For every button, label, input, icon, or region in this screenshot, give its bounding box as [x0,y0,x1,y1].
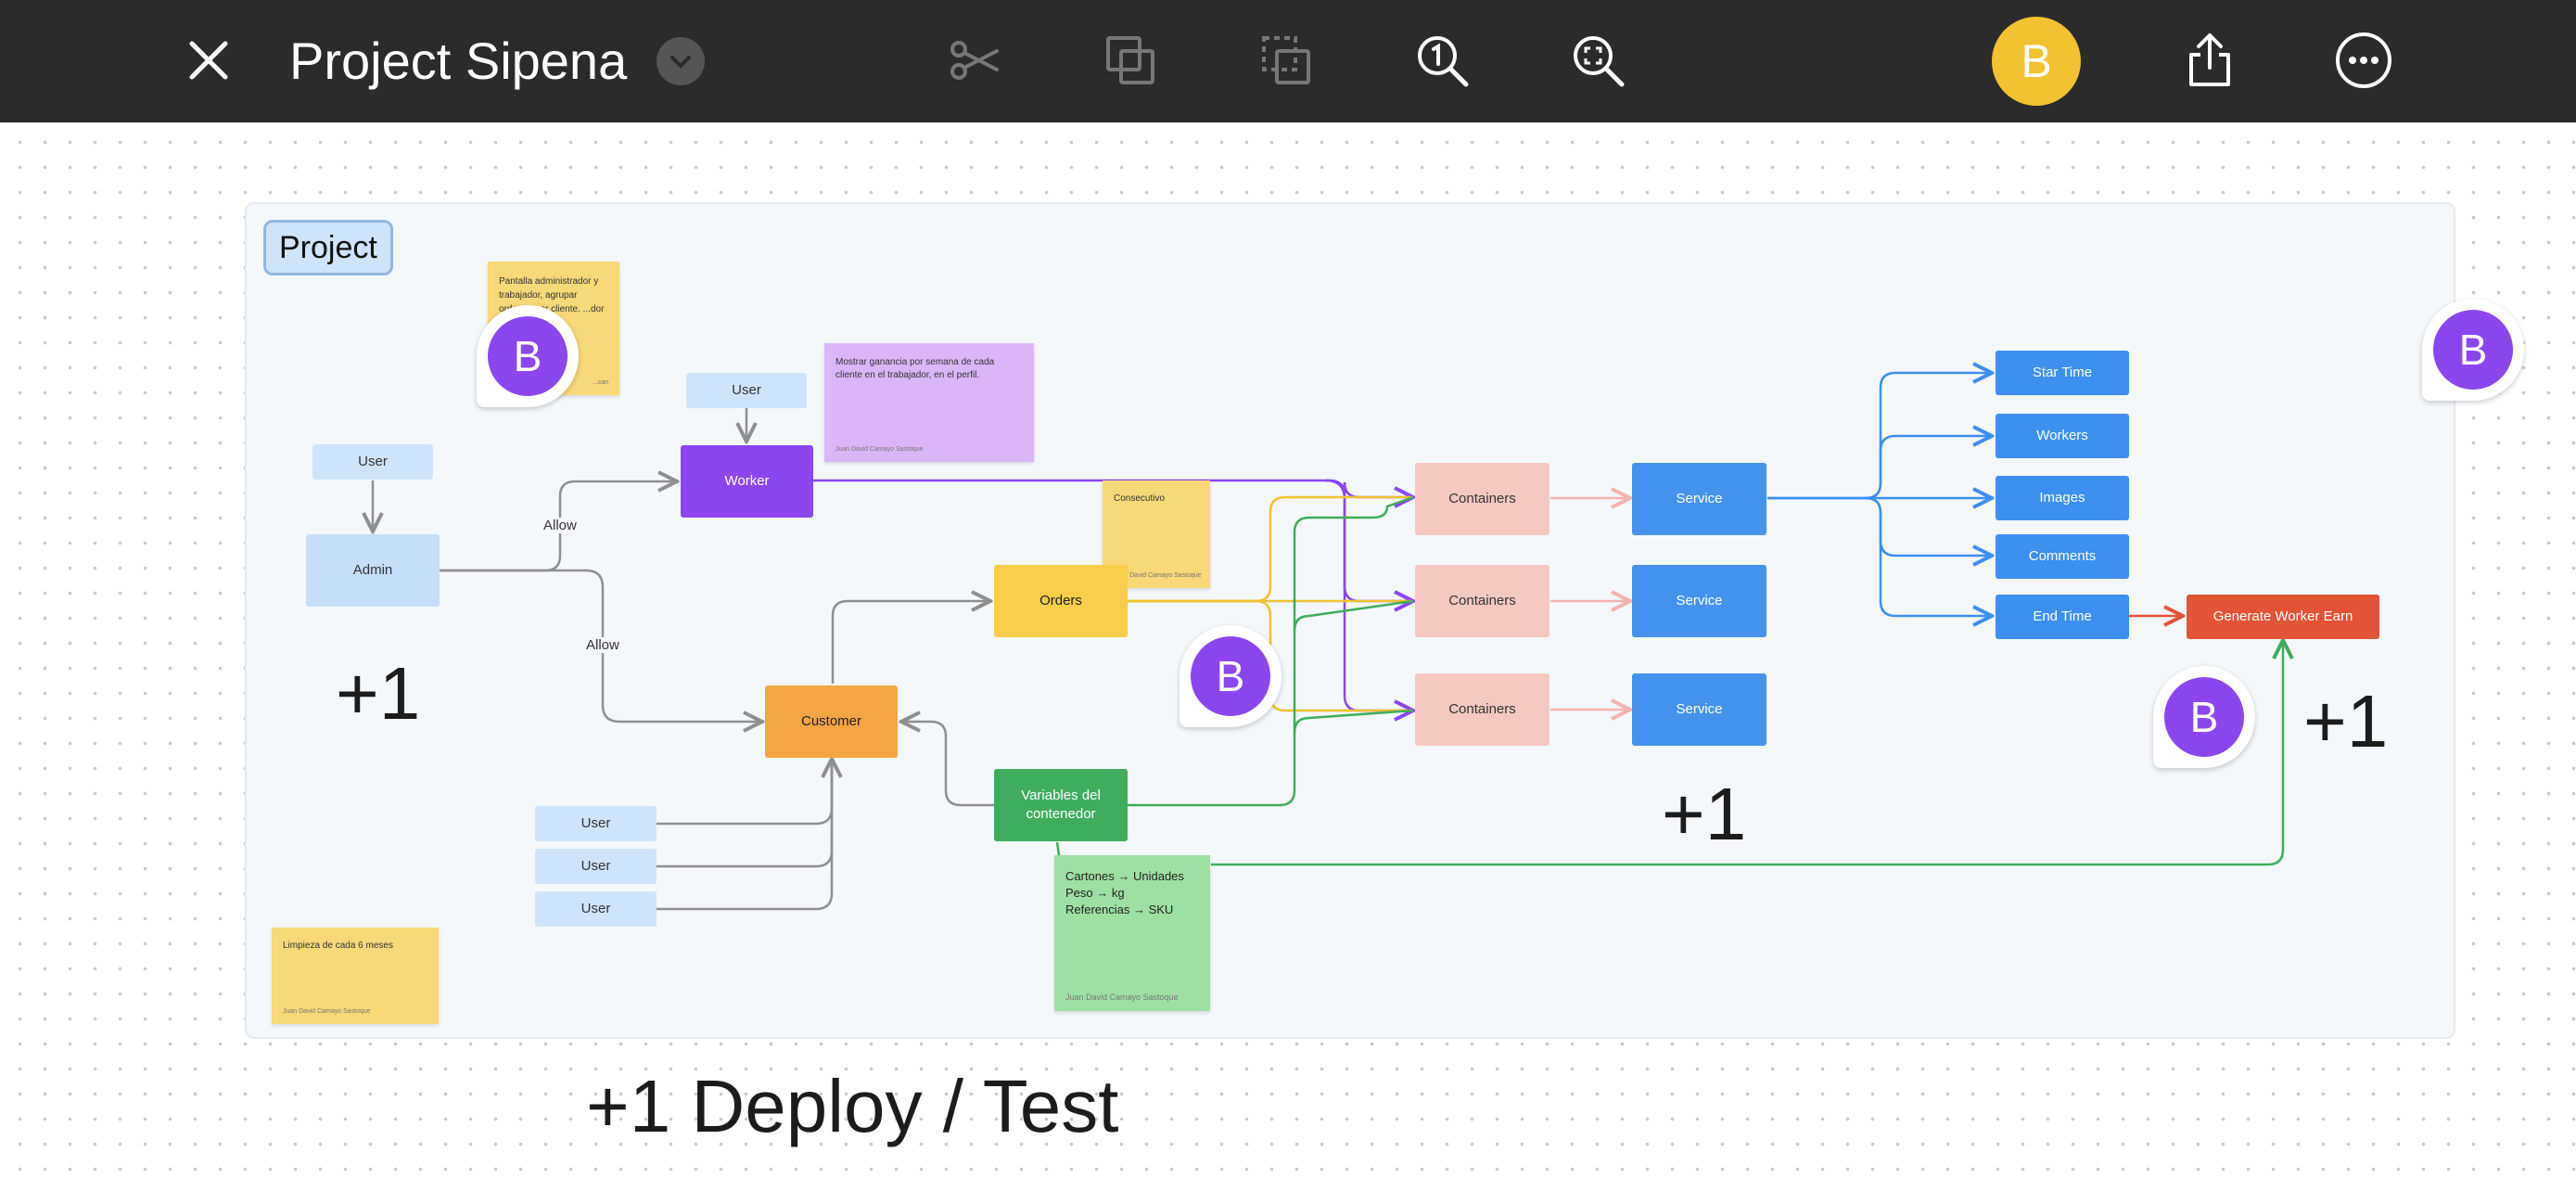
more-icon[interactable] [2327,24,2400,96]
share-icon[interactable] [2174,24,2246,96]
close-icon[interactable] [172,24,245,96]
sticky-note-limpieza[interactable]: Limpieza de cada 6 meses Juan David Cama… [272,928,439,1024]
collaborator-cursor: B [2153,666,2255,768]
sticky-line-3: Referencias → SKU [1065,903,1174,916]
zoom-actual-icon[interactable] [1406,24,1478,96]
duplicate-icon[interactable] [1094,24,1167,96]
node-user-b1[interactable]: User [535,806,657,841]
node-user-b2[interactable]: User [535,849,657,884]
chevron-down-icon[interactable] [657,37,705,85]
node-generate-worker-earn[interactable]: Generate Worker Earn [2187,595,2379,639]
toolbar: Project Sipena B [0,0,2576,122]
node-service-2[interactable]: Service [1632,565,1766,637]
collaborator-cursor: B [1180,625,1282,727]
cursor-avatar: B [1191,636,1270,716]
sticky-text: Mostrar ganancia por semana de cada clie… [835,357,995,380]
node-customer[interactable]: Customer [765,685,898,758]
sticky-author: Juan David Camayo Sastoque [1065,992,1179,1002]
node-service-3[interactable]: Service [1632,673,1766,746]
sticky-author: Juan David Camayo Sastoque [1114,572,1202,579]
node-worker[interactable]: Worker [681,445,813,518]
sticky-line-1: Cartones → Unidades [1065,869,1184,883]
node-comments[interactable]: Comments [1996,534,2129,579]
reaction-plus-one[interactable]: +1 [2303,680,2389,762]
node-user-b3[interactable]: User [535,891,657,927]
node-star-time[interactable]: Star Time [1996,351,2129,395]
sticky-note-purple[interactable]: Mostrar ganancia por semana de cada clie… [824,343,1034,462]
reaction-plus-one[interactable]: +1 [1662,773,1747,855]
sticky-text: Limpieza de cada 6 meses [283,941,393,951]
sticky-author: Juan David Camayo Sastoque [283,1008,371,1015]
node-containers-3[interactable]: Containers [1415,673,1549,746]
scissors-icon[interactable] [938,24,1011,96]
node-orders[interactable]: Orders [994,565,1128,637]
node-admin[interactable]: Admin [306,534,440,607]
cursor-avatar: B [2433,310,2513,390]
cursor-avatar: B [2164,677,2244,757]
board-title[interactable]: Project Sipena [289,32,628,90]
node-containers-2[interactable]: Containers [1415,565,1549,637]
sticky-author: Juan David Camayo Sastoque [835,446,924,453]
sticky-author: ...can [592,379,608,386]
collaborator-cursor: B [2422,299,2524,401]
select-frame-icon[interactable] [1250,24,1322,96]
node-images[interactable]: Images [1996,476,2129,520]
node-end-time[interactable]: End Time [1996,595,2129,639]
collaborator-cursor: B [477,305,579,407]
edge-label-allow-1: Allow [540,518,580,533]
node-variables[interactable]: Variables del contenedor [994,769,1128,841]
cursor-avatar: B [488,316,567,396]
node-workers[interactable]: Workers [1996,414,2129,458]
sticky-note-units[interactable]: Cartones → Unidades Peso → kg Referencia… [1054,855,1210,1011]
user-avatar[interactable]: B [1992,17,2081,106]
sticky-line-2: Peso → kg [1065,886,1125,900]
node-user-top[interactable]: User [686,373,807,408]
node-containers-1[interactable]: Containers [1415,463,1549,535]
zoom-fit-icon[interactable] [1562,24,1634,96]
node-service-1[interactable]: Service [1632,463,1766,535]
sticky-text: Consecutivo [1114,493,1166,504]
reaction-plus-one[interactable]: +1 [336,652,421,735]
deploy-test-text[interactable]: +1 Deploy / Test [586,1065,1119,1147]
edge-label-allow-2: Allow [582,637,623,653]
frame-label[interactable]: Project [263,220,393,275]
node-user-left[interactable]: User [312,444,433,480]
